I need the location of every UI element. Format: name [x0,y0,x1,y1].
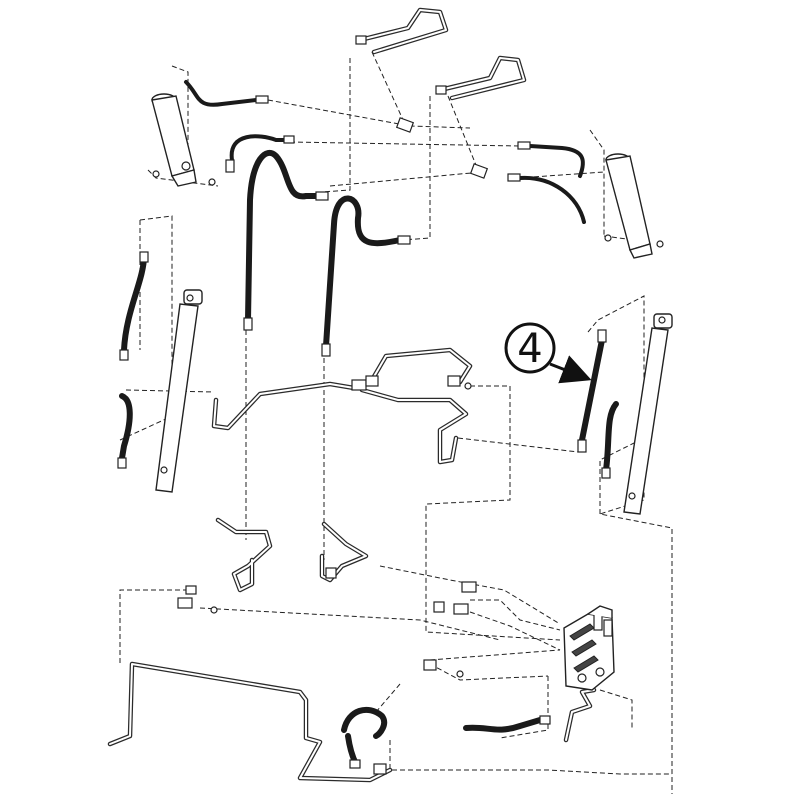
callout-4: 4 [504,322,592,384]
tilt-cylinder-left [155,289,203,493]
callout-circle [504,322,556,374]
lift-cylinder-right [604,153,664,259]
reference-lines [119,51,673,794]
lift-cylinder-left [151,93,216,187]
tilt-cylinder-right [623,313,673,515]
callout-leader-arrow [549,355,592,384]
rigid-tubes [107,7,597,783]
callout-number: 4 [517,326,542,372]
hoses [117,80,619,769]
control-valve-block [563,605,615,691]
fittings [177,117,489,775]
